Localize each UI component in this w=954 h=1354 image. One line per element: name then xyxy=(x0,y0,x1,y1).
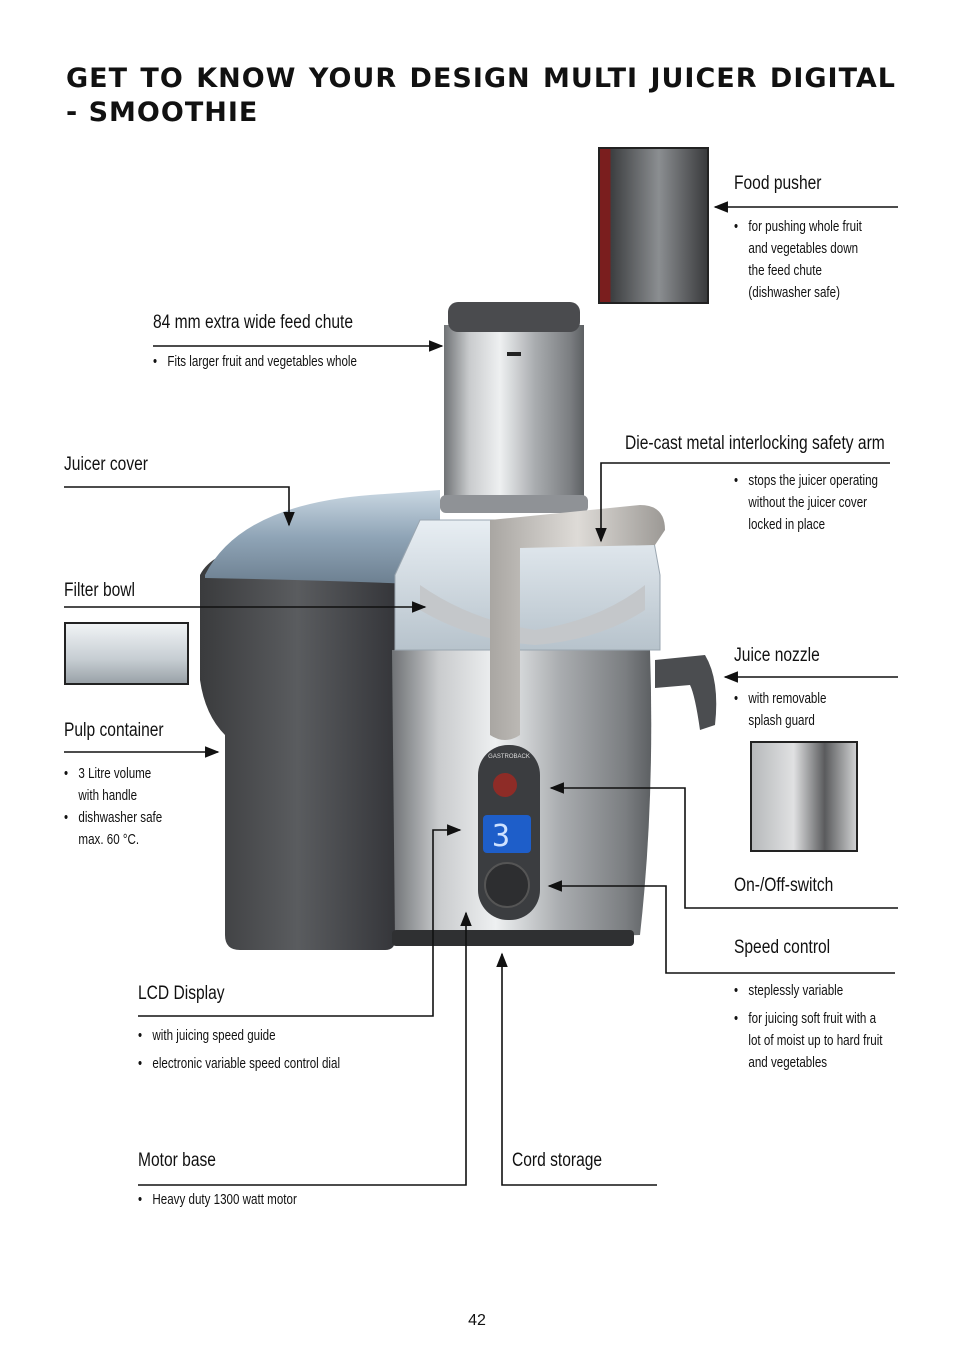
food-pusher-bullets: for pushing whole fruit and vegetables d… xyxy=(734,216,862,304)
list-item: with handle xyxy=(78,788,138,804)
on-off-switch-shape xyxy=(493,773,517,797)
list-item: with juicing speed guide xyxy=(138,1025,340,1047)
juice-nozzle-label: Juice nozzle xyxy=(734,645,820,666)
juicer-cover-shape xyxy=(205,490,440,585)
splash-guard-photo xyxy=(750,741,858,852)
pulp-container-bullets: 3 Litre volume with handle dishwasher sa… xyxy=(64,763,162,851)
list-item: 3 Litre volume xyxy=(64,763,162,785)
base-foot xyxy=(392,930,634,946)
feed-chute-bullets: Fits larger fruit and vegetables whole xyxy=(153,351,357,373)
list-item: lot of moist up to hard fruit xyxy=(748,1033,883,1049)
feed-chute-label: 84 mm extra wide feed chute xyxy=(153,312,354,333)
list-item: Heavy duty 1300 watt motor xyxy=(138,1189,297,1211)
nozzle-shape xyxy=(655,655,717,730)
filter-basket xyxy=(420,585,645,645)
motor-base-bullets: Heavy duty 1300 watt motor xyxy=(138,1189,297,1211)
list-item: splash guard xyxy=(748,713,815,729)
lcd-display-label: LCD Display xyxy=(138,983,225,1004)
list-item: dishwasher safe xyxy=(64,807,162,829)
feed-chute-rim xyxy=(440,495,588,513)
safety-arm-shape xyxy=(490,505,665,740)
food-pusher-label: Food pusher xyxy=(734,173,822,194)
list-item: without the juicer cover xyxy=(748,495,868,511)
list-item: (dishwasher safe) xyxy=(748,285,840,301)
list-item: electronic variable speed control dial xyxy=(138,1053,340,1075)
speed-dial-shape xyxy=(484,862,530,908)
list-item: and vegetables xyxy=(748,1055,828,1071)
speed-control-label: Speed control xyxy=(734,937,831,958)
safety-arm-bullets: stops the juicer operating without the j… xyxy=(734,470,878,536)
list-item: the feed chute xyxy=(748,263,822,279)
motor-base-label: Motor base xyxy=(138,1150,216,1171)
speed-control-bullets: steplessly variable for juicing soft fru… xyxy=(734,980,883,1074)
list-item: for juicing soft fruit with a xyxy=(734,1008,883,1030)
lcd-digit: 3 xyxy=(492,819,510,854)
juice-nozzle-bullets: with removable splash guard xyxy=(734,688,826,732)
filter-bowl-label: Filter bowl xyxy=(64,580,135,601)
food-pusher-photo xyxy=(598,147,709,304)
cord-storage-label: Cord storage xyxy=(512,1150,603,1171)
pulp-container-label: Pulp container xyxy=(64,720,164,741)
safety-arm-label: Die-cast metal interlocking safety arm xyxy=(625,433,885,454)
list-item: stops the juicer operating xyxy=(734,470,878,492)
page-number: 42 xyxy=(468,1312,486,1329)
lcd-display-bullets: with juicing speed guide electronic vari… xyxy=(138,1025,340,1081)
juicer-cover-label: Juicer cover xyxy=(64,454,148,475)
list-item: and vegetables down xyxy=(748,241,859,257)
filter-bowl-photo xyxy=(64,622,189,685)
pulp-container-shape xyxy=(200,540,395,950)
page-title: GET TO KNOW YOUR DESIGN MULTI JUICER DIG… xyxy=(66,63,896,128)
lcd-screen xyxy=(483,815,531,853)
list-item: with removable xyxy=(734,688,826,710)
list-item: locked in place xyxy=(748,517,826,533)
list-item: steplessly variable xyxy=(734,980,883,1002)
on-off-switch-label: On-/Off-switch xyxy=(734,875,834,896)
list-item: max. 60 °C. xyxy=(78,832,140,848)
list-item: for pushing whole fruit xyxy=(734,216,862,238)
list-item: Fits larger fruit and vegetables whole xyxy=(153,351,357,373)
food-pusher-top xyxy=(448,302,580,332)
brand-text: GASTROBACK xyxy=(488,754,530,760)
